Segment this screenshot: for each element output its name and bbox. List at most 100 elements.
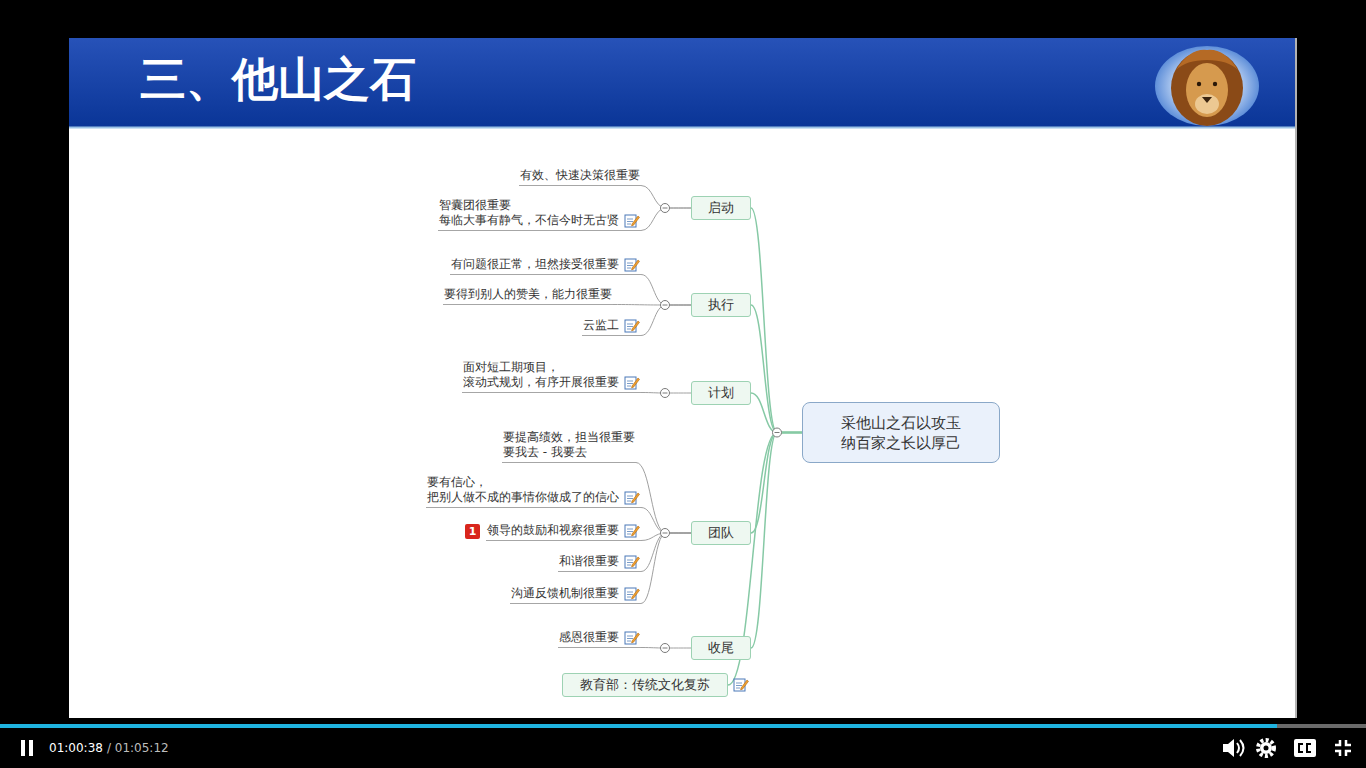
elapsed-time: 01:00:38 (49, 741, 103, 756)
note-icon (624, 490, 640, 505)
exit-fullscreen-button (1335, 740, 1351, 756)
branch-connector (641, 533, 691, 604)
note-icon (624, 318, 640, 333)
text-line: 要我去 - 我要去 (503, 445, 635, 460)
branch-connector (641, 533, 691, 572)
topic-text: 计划 (708, 385, 734, 401)
collapse-knob (773, 428, 782, 437)
collapse-minus (663, 208, 668, 209)
progress-played (0, 724, 1277, 728)
lion-muzzle (1195, 94, 1219, 114)
pause-bar (21, 740, 25, 756)
note-icon (733, 677, 749, 692)
lion-mane (1171, 50, 1243, 126)
main-topic-box: 收尾 (691, 636, 751, 660)
topic-text: 团队 (708, 525, 734, 541)
branch-connector (751, 305, 802, 433)
corner (1335, 751, 1340, 756)
collapse-minus (775, 432, 780, 433)
subtopic: 领导的鼓励和视察很重要 (486, 523, 641, 541)
topic-text: 启动 (708, 200, 734, 216)
subtopic: 和谐很重要 (558, 554, 641, 572)
slide-page (69, 38, 1297, 718)
subtopic: 沟通反馈机制很重要 (510, 586, 641, 604)
branch-connector (751, 393, 802, 433)
collapse-knob (661, 389, 670, 398)
note-icon (624, 213, 640, 228)
note-icon (624, 257, 640, 272)
text-line: 智囊团很重要 (439, 198, 619, 213)
corner (1346, 740, 1351, 745)
collapse-knob (661, 644, 670, 653)
logo-glow (1155, 46, 1259, 126)
collapse-minus (663, 305, 668, 306)
branch-connector (751, 208, 802, 433)
branch-connector (751, 433, 802, 534)
collapse-knobs (661, 204, 782, 653)
topic-text: 要提高绩效，担当很重要 要我去 - 我要去 (503, 430, 635, 460)
collapse-minus (663, 393, 668, 394)
pause-button (21, 740, 33, 756)
slide-edge (1295, 38, 1297, 718)
subtopic: 感恩很重要 (558, 630, 641, 648)
sound-wave (1237, 743, 1239, 753)
gear-teeth (1258, 740, 1274, 756)
settings-button (1258, 740, 1274, 756)
captions-glyph (1299, 744, 1303, 752)
topic-text: 教育部：传统文化复苏 (580, 677, 710, 693)
collapse-knob (661, 529, 670, 538)
branch-connector (636, 463, 691, 534)
topic-text: 有问题很正常，坦然接受很重要 (451, 257, 619, 272)
text-line: 滚动式规划，有序开展很重要 (463, 375, 619, 390)
subtopic: 有问题很正常，坦然接受很重要 (450, 257, 641, 275)
topic-text: 要得到别人的赞美，能力很重要 (444, 287, 612, 302)
header-rule (69, 127, 1295, 129)
subtopic: 要提高绩效，担当很重要 要我去 - 我要去 (502, 430, 636, 463)
topic-text: 执行 (708, 297, 734, 313)
subtopic: 有效、快速决策很重要 (519, 168, 641, 186)
speaker (1223, 739, 1234, 757)
priority-marker: 1 (465, 524, 480, 539)
central-topic: 采他山之石以攻玉 纳百家之长以厚己 (802, 402, 1000, 463)
captions-button (1294, 739, 1316, 757)
topic-text: 感恩很重要 (559, 630, 619, 645)
volume-button (1223, 739, 1244, 757)
topic-text: 和谐很重要 (559, 554, 619, 569)
main-topic-box: 启动 (691, 196, 751, 220)
topic-text: 云监工 (583, 318, 619, 333)
lion-eye (1197, 82, 1201, 86)
topic-text: 面对短工期项目， 滚动式规划，有序开展很重要 (463, 360, 619, 390)
progress-rest (1277, 724, 1366, 728)
captions-glyph (1307, 744, 1311, 752)
lion-nose (1202, 97, 1212, 103)
corner (1346, 751, 1351, 756)
gear-hole (1264, 746, 1269, 751)
corner (1335, 740, 1340, 745)
collapse-minus (663, 533, 668, 534)
sound-wave (1240, 740, 1244, 756)
topic-text: 沟通反馈机制很重要 (511, 586, 619, 601)
text-line: 把别人做不成的事情你做成了的信心 (427, 490, 619, 505)
captions-box (1294, 739, 1316, 757)
main-topic-box: 计划 (691, 381, 751, 405)
subtopic: 云监工 (582, 318, 641, 336)
note-icon (624, 630, 640, 645)
topic-text: 收尾 (708, 640, 734, 656)
text-line: 要有信心， (427, 475, 619, 490)
note-icon (624, 554, 640, 569)
collapse-knob (661, 204, 670, 213)
topic-text: 有效、快速决策很重要 (520, 168, 640, 183)
text-line: 面对短工期项目， (463, 360, 619, 375)
note-icon (624, 375, 640, 390)
topic-text: 领导的鼓励和视察很重要 (487, 523, 619, 538)
lion-logo (1155, 46, 1259, 126)
note-icon (624, 523, 640, 538)
topic-text: 智囊团很重要 每临大事有静气，不信今时无古贤 (439, 198, 619, 228)
topic-text: 要有信心， 把别人做不成的事情你做成了的信心 (427, 475, 619, 505)
slide-title: 三、他山之石 (140, 54, 416, 105)
lion-eye (1213, 82, 1217, 86)
